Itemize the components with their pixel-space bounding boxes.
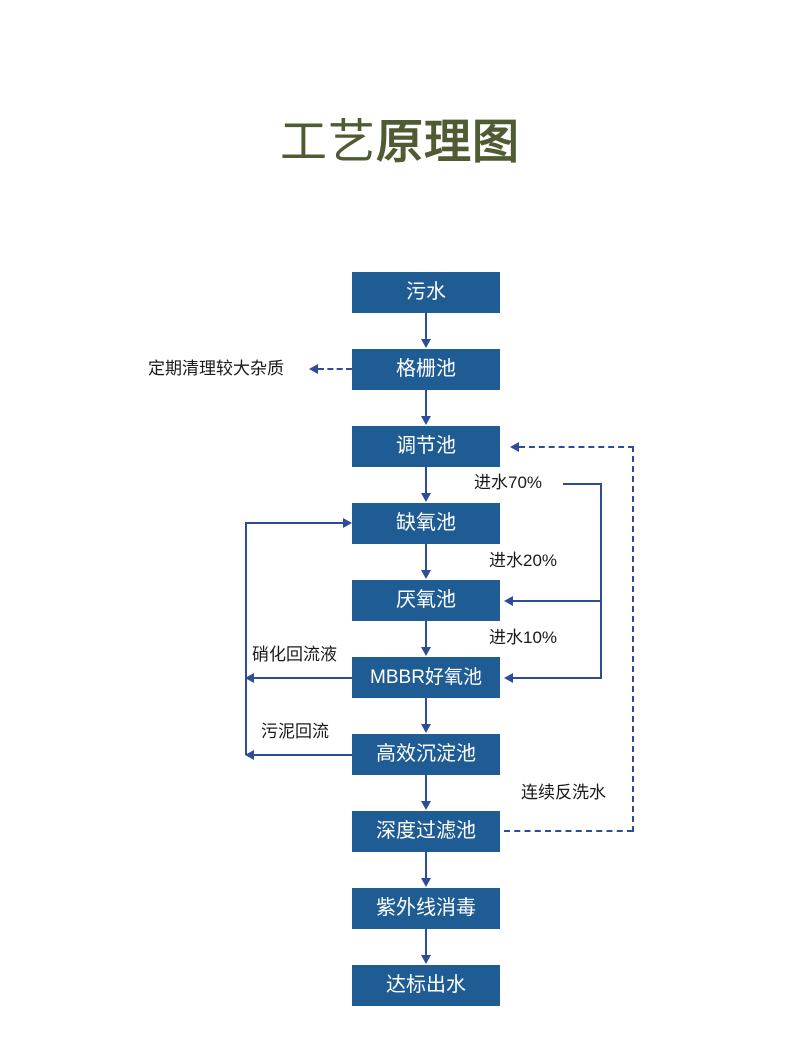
edge-mbbr-sedimentation-line xyxy=(425,698,427,725)
edge-mbbr-sedimentation-arrow xyxy=(421,724,431,733)
node-grille[interactable]: 格栅池 xyxy=(352,349,500,390)
node-mbbr[interactable]: MBBR好氧池 xyxy=(352,657,500,698)
annotation-influent-70: 进水70% xyxy=(474,473,543,492)
edge-grille-regulating-arrow xyxy=(421,416,431,425)
edge-uv-effluent-line xyxy=(425,929,427,956)
page-title: 工艺原理图 xyxy=(0,112,800,172)
edge-influent-10-arrow xyxy=(504,673,513,683)
edge-anoxic-anaerobic-arrow xyxy=(421,570,431,579)
edge-grit-removal-arrow xyxy=(309,364,318,374)
node-regulating[interactable]: 调节池 xyxy=(352,426,500,467)
annotation-influent-20: 进水20% xyxy=(489,551,558,570)
edge-sludge-reflux-line xyxy=(254,754,352,756)
edge-anoxic-anaerobic-line xyxy=(425,544,427,571)
edge-nitrate-reflux-arrow xyxy=(245,673,254,683)
node-effluent[interactable]: 达标出水 xyxy=(352,965,500,1006)
edge-anaerobic-mbbr-line xyxy=(425,621,427,648)
annotation-influent-10: 进水10% xyxy=(489,628,558,647)
annotation-backwash-water: 连续反洗水 xyxy=(521,783,606,802)
return-riser-line xyxy=(245,522,247,755)
edge-uv-effluent-arrow xyxy=(421,955,431,964)
edge-influent-10-line xyxy=(513,677,602,679)
edge-backwash-top-line xyxy=(519,446,634,448)
edge-sedimentation-filtration-line xyxy=(425,775,427,802)
edge-influent-70-line xyxy=(563,483,602,485)
edge-influent-20-line xyxy=(513,600,602,602)
edge-filtration-uv-arrow xyxy=(421,878,431,887)
edge-filtration-uv-line xyxy=(425,852,427,879)
annotation-nitrate-reflux: 硝化回流液 xyxy=(252,645,337,664)
node-sedimentation[interactable]: 高效沉淀池 xyxy=(352,734,500,775)
edge-grille-regulating-line xyxy=(425,390,427,417)
edge-anaerobic-mbbr-arrow xyxy=(421,647,431,656)
edge-sludge-reflux-arrow xyxy=(245,750,254,760)
edge-sewage-grille-arrow xyxy=(421,339,431,348)
edge-backwash-riser-line xyxy=(632,446,634,832)
annotation-grit-removal: 定期清理较大杂质 xyxy=(148,359,284,378)
node-sewage[interactable]: 污水 xyxy=(352,272,500,313)
edge-return-to-anoxic-line xyxy=(245,522,343,524)
edge-return-to-anoxic-arrow xyxy=(343,518,352,528)
edge-sedimentation-filtration-arrow xyxy=(421,801,431,810)
node-uv[interactable]: 紫外线消毒 xyxy=(352,888,500,929)
edge-backwash-arrow xyxy=(510,442,519,452)
edge-sewage-grille-line xyxy=(425,313,427,340)
page-title-bold: 原理图 xyxy=(376,115,520,168)
influent-distribution-riser xyxy=(600,483,602,679)
edge-grit-removal-dashed-line xyxy=(318,368,352,370)
edge-backwash-bottom-line xyxy=(504,830,633,832)
node-anoxic[interactable]: 缺氧池 xyxy=(352,503,500,544)
edge-nitrate-reflux-line xyxy=(254,677,352,679)
node-filtration[interactable]: 深度过滤池 xyxy=(352,811,500,852)
edge-regulating-anoxic-line xyxy=(425,467,427,494)
node-anaerobic[interactable]: 厌氧池 xyxy=(352,580,500,621)
edge-influent-20-arrow xyxy=(504,596,513,606)
edge-regulating-anoxic-arrow xyxy=(421,493,431,502)
page-title-thin: 工艺 xyxy=(280,115,376,168)
annotation-sludge-reflux: 污泥回流 xyxy=(261,722,329,741)
